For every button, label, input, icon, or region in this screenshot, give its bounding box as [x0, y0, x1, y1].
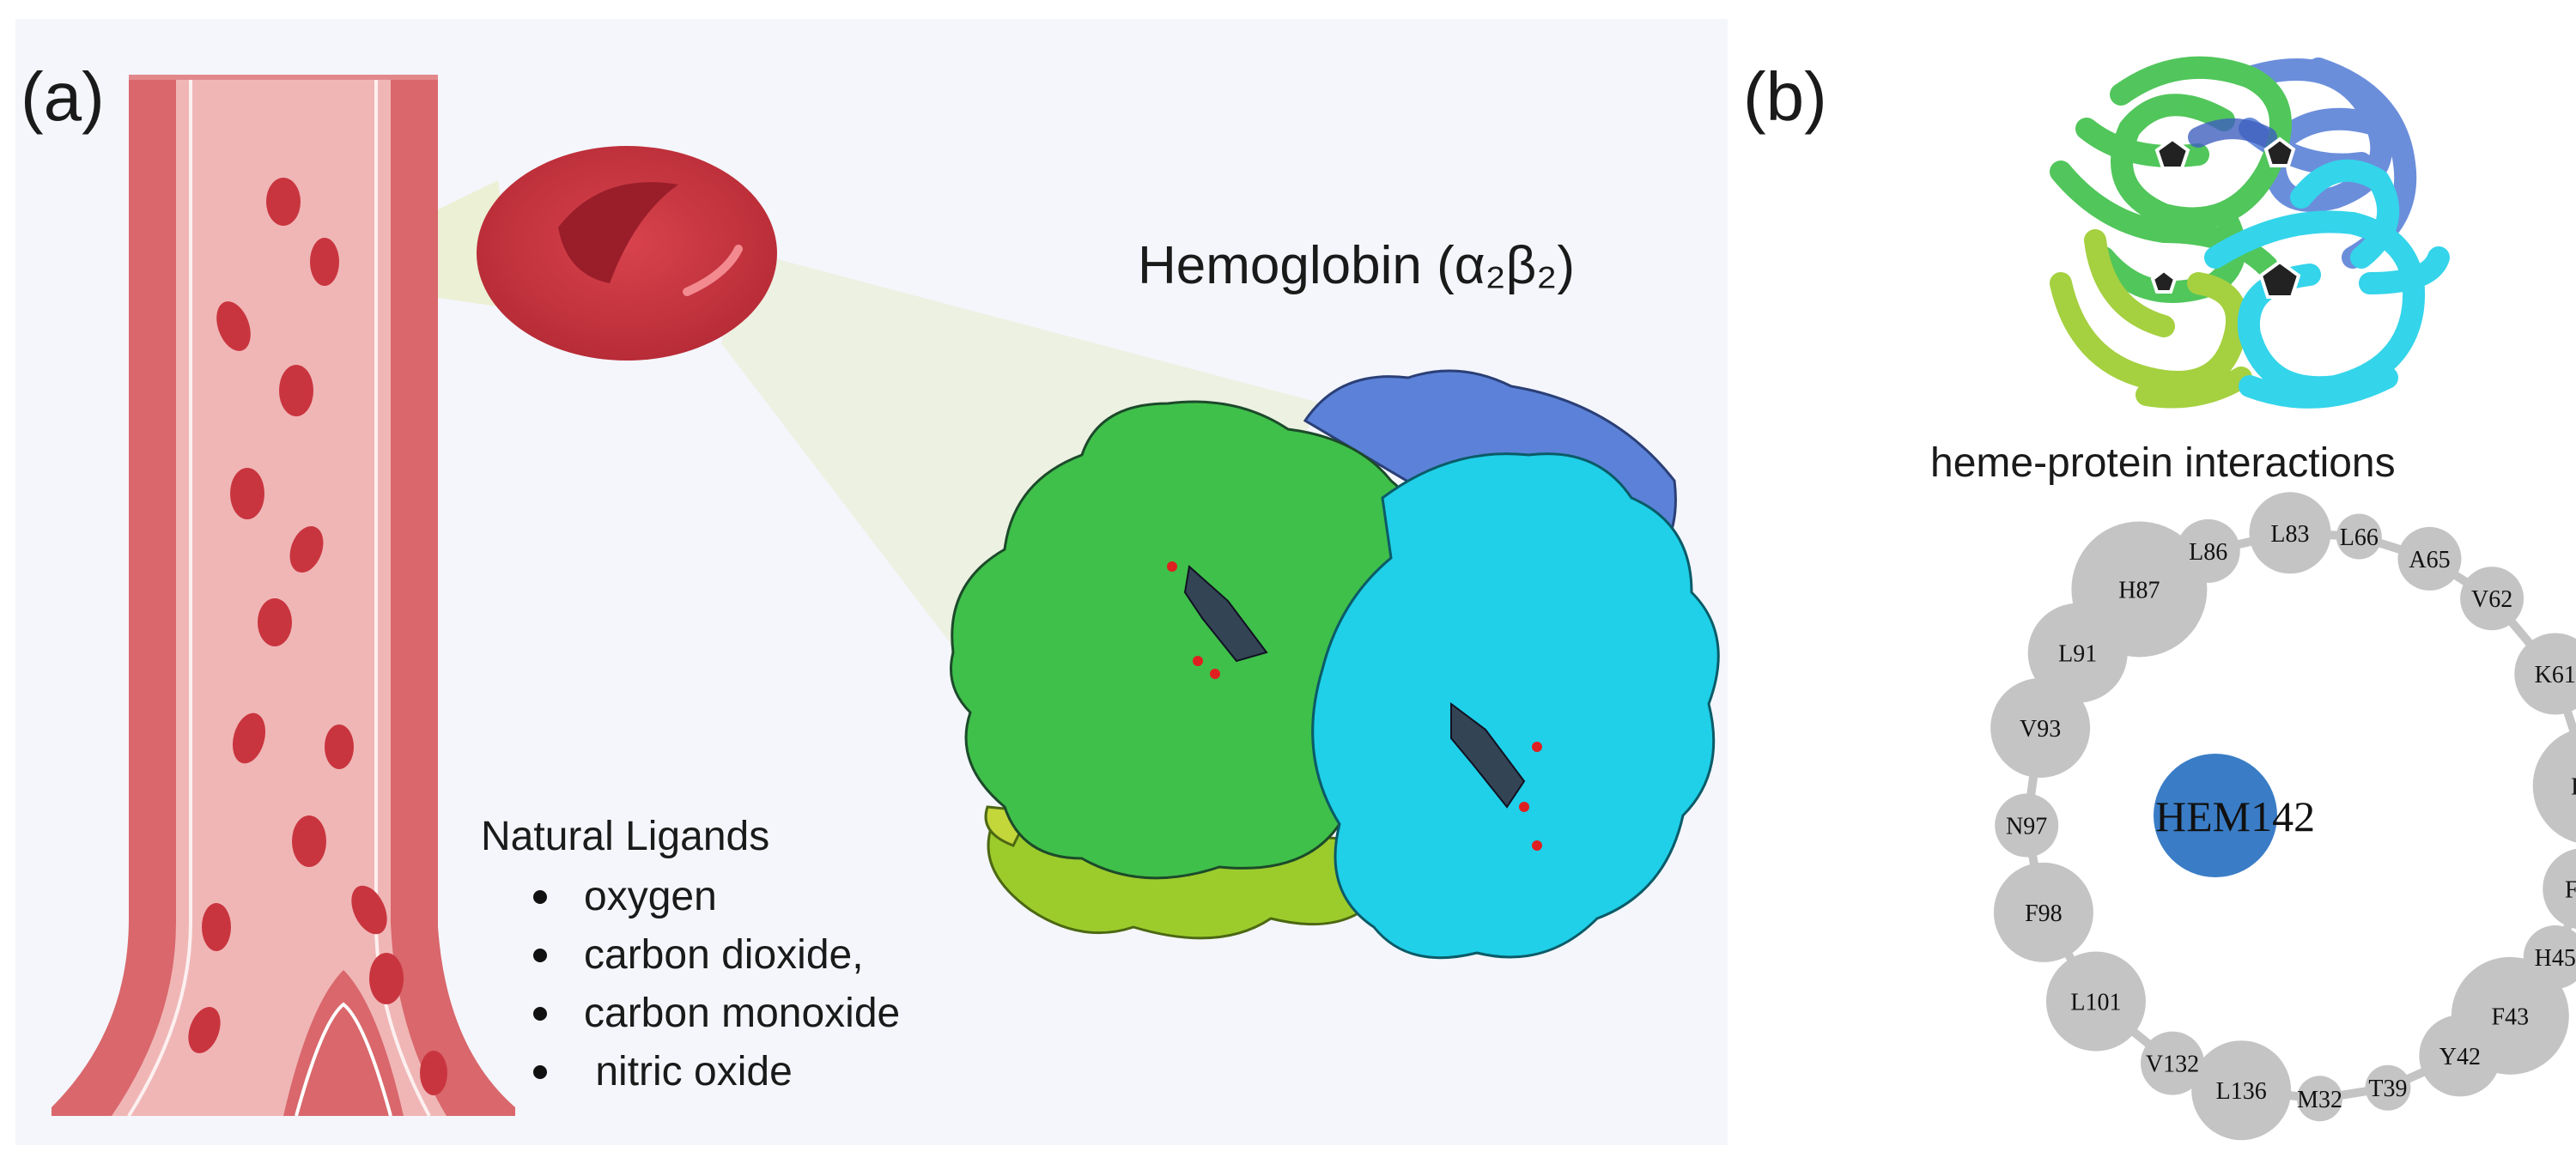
residue-node	[2297, 1076, 2343, 1122]
residue-node	[1993, 862, 2093, 962]
ligand-item: oxygen	[584, 874, 717, 919]
residue-node	[2543, 848, 2576, 930]
bullet	[533, 949, 547, 962]
residue-label: A65	[2409, 547, 2450, 573]
blood-vessel	[52, 75, 515, 1118]
residue-label: L136	[2216, 1078, 2267, 1105]
panel-b-label: (b)	[1743, 58, 1827, 135]
ligand-item: carbon monoxide	[584, 991, 900, 1036]
residue-node	[2532, 729, 2576, 843]
residue-label: L91	[2058, 641, 2097, 668]
residue-label: H45	[2535, 945, 2576, 972]
residue-node	[2141, 1031, 2205, 1095]
hemoglobin-title: Hemoglobin (α₂β₂)	[1138, 236, 1575, 295]
hemoglobin-surface	[950, 369, 1720, 960]
interaction-network: L83 L66A65V62K61H58F46H45F43Y42T39 M32 L136…	[1990, 492, 2576, 1141]
residue-label: F98	[2025, 900, 2063, 927]
residue-node	[2336, 513, 2382, 560]
residue-label: K61	[2535, 662, 2576, 688]
red-blood-cell-zoom	[477, 146, 777, 361]
ligand-list: Natural Ligands oxygen carbon dioxide, c…	[481, 814, 900, 1094]
residue-node	[1995, 793, 2059, 858]
interactions-subtitle: heme-protein interactions	[1930, 440, 2396, 486]
residue-node	[2514, 633, 2576, 715]
residue-label: N97	[2006, 814, 2047, 840]
residue-label: V62	[2471, 586, 2512, 613]
panel-a-label: (a)	[21, 58, 105, 135]
hemoglobin-ribbon	[2050, 56, 2450, 409]
center-node-label: HEM142	[2155, 792, 2315, 840]
residue-label: L101	[2070, 989, 2121, 1015]
center-node	[2154, 754, 2277, 877]
residue-label: T39	[2368, 1076, 2407, 1102]
residue-label: H58	[2571, 774, 2576, 801]
residue-node	[2045, 951, 2146, 1052]
bullet	[533, 1007, 547, 1021]
residue-label: Y42	[2439, 1044, 2481, 1070]
residue-label: L83	[2270, 521, 2309, 548]
residue-label: F43	[2492, 1003, 2530, 1030]
residue-label: V132	[2146, 1052, 2199, 1078]
red-blood-cells	[188, 178, 447, 1095]
bullet	[533, 1065, 547, 1079]
residue-node	[2397, 526, 2462, 591]
ligand-item: carbon dioxide,	[584, 932, 864, 978]
residue-label: V93	[2020, 716, 2061, 743]
residue-node	[1990, 678, 2091, 779]
residue-label: F46	[2565, 876, 2576, 903]
residue-node	[2249, 492, 2331, 574]
residue-node	[2176, 518, 2240, 583]
residue-node	[2460, 567, 2524, 631]
bullet	[533, 890, 547, 904]
heme-groups	[2150, 136, 2301, 299]
ligand-heading: Natural Ligands	[481, 814, 769, 859]
residue-node	[2191, 1040, 2292, 1141]
residue-node	[2071, 521, 2208, 658]
residue-node	[2365, 1064, 2411, 1111]
residue-label: L66	[2340, 524, 2379, 551]
residue-label: L86	[2189, 539, 2227, 566]
ligand-item: nitric oxide	[584, 1049, 793, 1094]
residue-label: H87	[2118, 577, 2160, 603]
residue-label: M32	[2297, 1087, 2342, 1113]
residue-node	[2419, 1015, 2501, 1097]
